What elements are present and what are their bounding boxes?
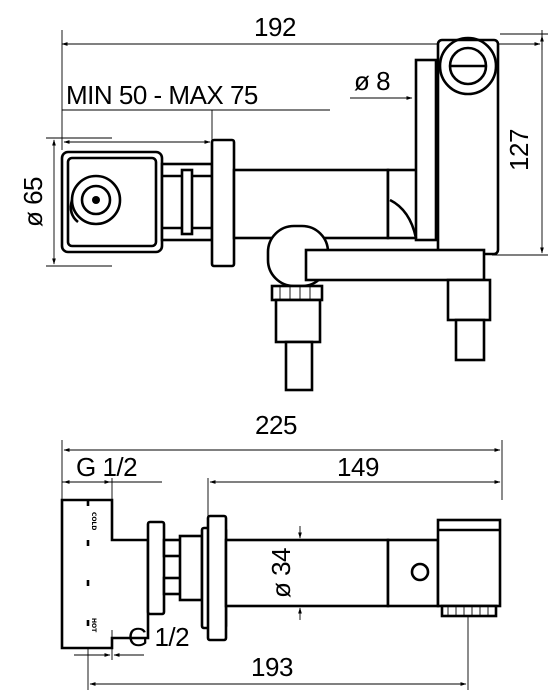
shower-holder bbox=[446, 278, 492, 362]
dim-body-diameter: ø 34 bbox=[266, 526, 302, 620]
dim-outlet-thread: G 1/2 bbox=[74, 622, 190, 660]
diameter-small-label: ø 8 bbox=[354, 66, 390, 96]
hot-label: HOT bbox=[90, 618, 97, 633]
wall-box bbox=[60, 150, 164, 254]
dim-inlet-thread: G 1/2 bbox=[62, 452, 162, 520]
outlet-elbow bbox=[266, 224, 486, 392]
body-diameter-label: ø 34 bbox=[266, 548, 296, 598]
dim-diameter-flange: ø 65 bbox=[18, 137, 112, 267]
valve-stems bbox=[146, 520, 204, 616]
handle-lever bbox=[386, 58, 438, 242]
cold-label: COLD bbox=[90, 512, 97, 530]
height-label: 127 bbox=[504, 129, 534, 171]
dim-body-length: 149 bbox=[207, 452, 501, 520]
dim-wall-to-outlet: 193 bbox=[87, 616, 469, 690]
dim-overall-width: 192 bbox=[61, 12, 543, 150]
body-tube-side bbox=[224, 538, 390, 608]
dim-depth-range: MIN 50 - MAX 75 bbox=[62, 80, 330, 150]
overall-length-label: 225 bbox=[255, 410, 297, 440]
overall-width-label: 192 bbox=[254, 12, 296, 42]
top-view: 192 MIN 50 - MAX 75 ø 8 ø 65 127 bbox=[18, 12, 548, 392]
body-length-label: 149 bbox=[337, 452, 379, 482]
wall-box-side: COLD HOT bbox=[60, 498, 150, 650]
depth-range-label: MIN 50 - MAX 75 bbox=[66, 80, 258, 110]
connector-sleeve bbox=[160, 162, 214, 242]
shower-head-side bbox=[436, 518, 502, 618]
handle-screw bbox=[410, 562, 430, 582]
bottom-view: 225 G 1/2 149 COLD HOT bbox=[60, 410, 503, 690]
wall-to-outlet-label: 193 bbox=[251, 652, 293, 682]
outlet-thread-label: G 1/2 bbox=[128, 622, 189, 652]
flange-plate bbox=[206, 514, 228, 642]
wall-flange bbox=[210, 138, 236, 268]
dim-diameter-small: ø 8 bbox=[350, 66, 460, 100]
dim-overall-length: 225 bbox=[61, 410, 503, 500]
inlet-thread-label: G 1/2 bbox=[76, 452, 137, 482]
shower-head bbox=[436, 36, 500, 256]
dim-height: 127 bbox=[492, 33, 548, 256]
diameter-flange-label: ø 65 bbox=[18, 177, 48, 227]
